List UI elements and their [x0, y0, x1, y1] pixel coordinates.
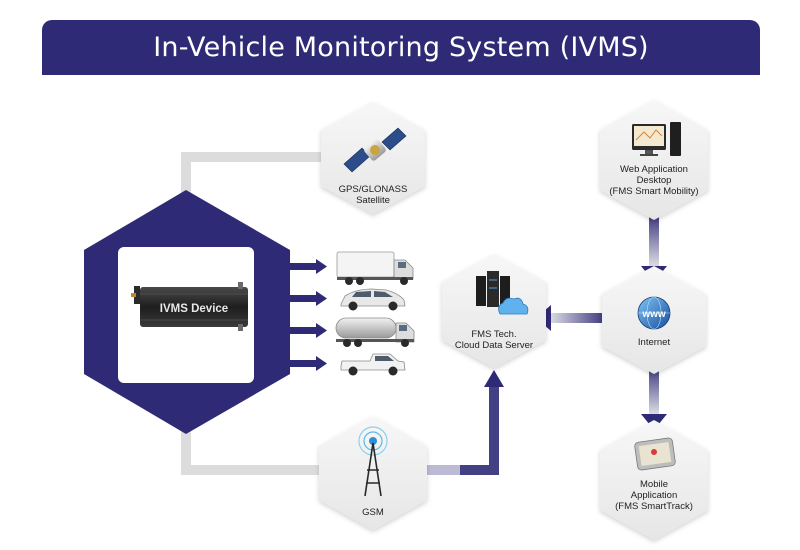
ivms-device-label: IVMS Device [160, 303, 228, 315]
web-app-node [600, 100, 708, 220]
tanker-truck-icon [335, 317, 415, 347]
vehicle-arrow [290, 291, 327, 306]
pickup-truck-icon [340, 353, 406, 376]
www-globe-icon: www [637, 296, 671, 330]
svg-text:www: www [641, 309, 666, 320]
server-cloud-icon [476, 271, 529, 315]
internet-label: Internet [637, 337, 671, 348]
box-truck-icon [336, 251, 414, 285]
gsm-label: GSM [362, 507, 384, 518]
suv-car-icon [340, 288, 406, 311]
server-label: FMS Tech. Cloud Data Server [454, 329, 534, 351]
web-app-label: Web Application Desktop (FMS Smart Mobil… [609, 164, 699, 197]
ivms-device-image: IVMS Device [131, 282, 248, 331]
server-node [442, 254, 546, 368]
vehicle-arrow [290, 323, 327, 338]
mobile-app-node [600, 420, 708, 540]
gsm-node [319, 416, 427, 530]
gsm-tower-icon [358, 426, 388, 497]
satellite-label: GPS/GLONASS Satellite [338, 184, 408, 206]
mobile-app-label: Mobile Application (FMS SmartTrack) [615, 479, 693, 512]
smartphone-icon [634, 437, 676, 471]
desktop-computer-icon [632, 122, 681, 156]
vehicle-arrow [290, 356, 327, 371]
diagram-title: In-Vehicle Monitoring System (IVMS) [153, 32, 649, 63]
title-banner: In-Vehicle Monitoring System (IVMS) [42, 20, 760, 75]
satellite-icon [343, 127, 407, 173]
vehicle-arrows [290, 259, 327, 371]
vehicle-arrow [290, 259, 327, 274]
